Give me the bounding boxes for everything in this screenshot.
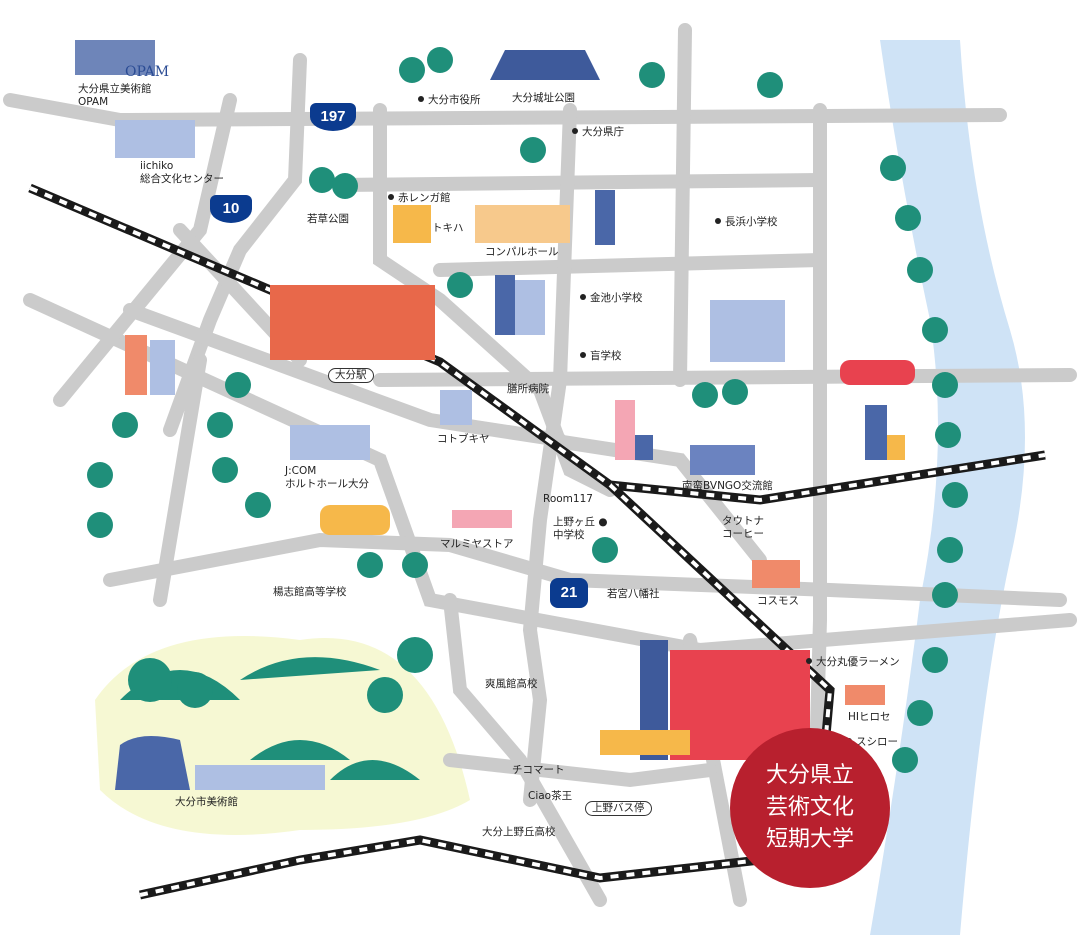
- label-wakamiya: 若宮八幡社: [607, 588, 660, 600]
- label-text: 上野ヶ丘: [553, 516, 595, 528]
- label-kotobukiya: コトブキヤ: [437, 433, 490, 445]
- label-uenogaoka-hs: 大分上野丘高校: [482, 826, 556, 838]
- label-text: ホルトホール大分: [285, 478, 369, 490]
- label-marumiya: マルミヤストア: [440, 538, 514, 550]
- label-text: 総合文化センター: [140, 173, 224, 185]
- label-text: J:COM: [285, 465, 317, 477]
- opam-logo: OPAM: [125, 64, 170, 80]
- buildings: [75, 40, 915, 790]
- label-room117: Room117: [543, 493, 593, 505]
- label-text: OPAM: [78, 96, 109, 108]
- trees: [87, 47, 968, 773]
- label-text: 大分県立美術館: [78, 83, 152, 95]
- label-uenogaoka-jh: 上野ヶ丘 ●中学校: [553, 516, 608, 541]
- campus-name-line: 短期大学: [765, 827, 854, 852]
- label-maruyu: 大分丸優ラーメン: [806, 656, 900, 669]
- route-21-shield: 21: [550, 578, 588, 608]
- campus-name-line: 芸術文化: [765, 795, 854, 820]
- route-10-shield: 10: [210, 195, 252, 223]
- label-ciao: Ciao茶王: [528, 790, 573, 802]
- label-yoshikan: 楊志館高等学校: [273, 586, 347, 598]
- label-wakakusa: 若草公園: [307, 213, 349, 225]
- route-197-shield: 197: [310, 103, 356, 131]
- label-castle: 大分城址公園: [512, 92, 575, 104]
- label-zeze: 膳所病院: [507, 383, 549, 395]
- label-text: タウトナ: [722, 515, 764, 527]
- label-sushiro: スシロー: [846, 736, 898, 749]
- label-red-brick: 赤レンガ館: [388, 192, 451, 205]
- label-chikomart: チコマート: [512, 764, 565, 776]
- label-sofukan: 爽風館高校: [485, 678, 538, 690]
- label-text: 中学校: [553, 529, 585, 541]
- label-nanban: 南蛮BVNGO交流館: [682, 480, 773, 492]
- label-bus-stop: 上野バス停: [585, 801, 652, 816]
- label-text: iichiko: [140, 160, 174, 172]
- campus-name-line: 大分県立: [765, 763, 854, 788]
- label-tautona: タウトナコーヒー: [722, 515, 764, 541]
- label-cosmos: コスモス: [757, 595, 799, 607]
- label-text: コーヒー: [722, 528, 764, 540]
- label-nagahama: 長浜小学校: [715, 216, 778, 229]
- label-tokiha: トキハ: [432, 222, 464, 234]
- label-station: 大分駅: [328, 368, 374, 383]
- label-art-museum: 大分市美術館: [175, 796, 238, 808]
- label-city-hall: 大分市役所: [418, 94, 481, 107]
- label-kanaike: 金池小学校: [580, 292, 643, 305]
- campus-marker: 大分県立 芸術文化 短期大学: [730, 728, 890, 888]
- label-blind-school: 盲学校: [580, 350, 622, 363]
- label-compal: コンパルホール: [485, 246, 559, 258]
- label-hirose: HIヒロセ: [848, 711, 891, 723]
- label-pref-office: 大分県庁: [572, 126, 624, 139]
